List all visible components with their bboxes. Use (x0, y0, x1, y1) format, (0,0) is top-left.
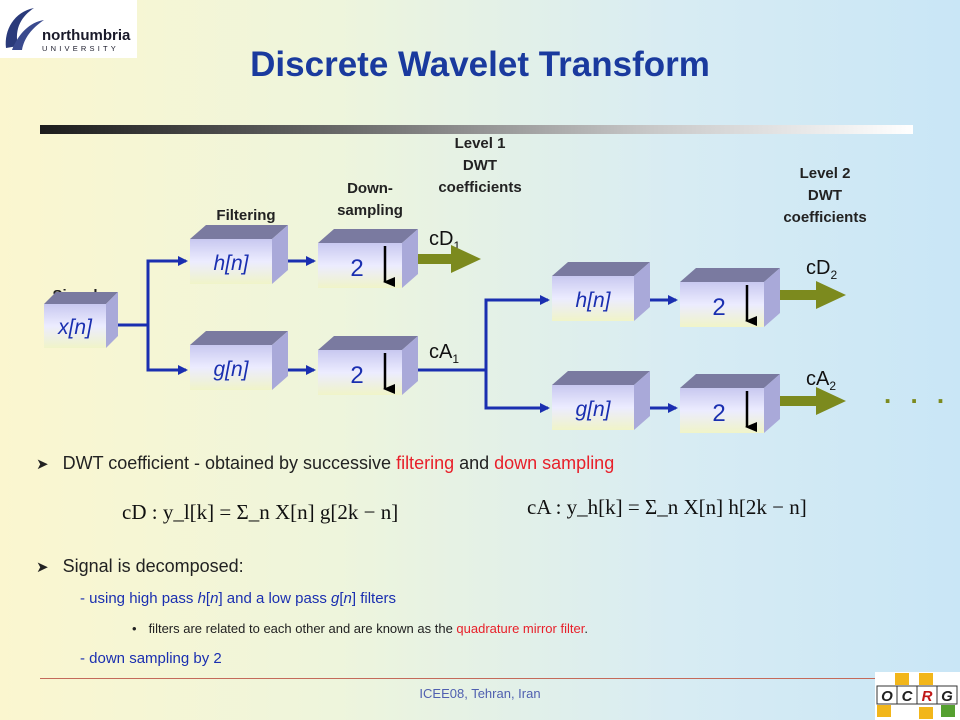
high-filter-1: h[n] (190, 225, 288, 284)
downsample-2-label: 2 (350, 362, 363, 389)
bullet-1-highlight-filtering: filtering (396, 453, 455, 473)
level1-label: Level 1 DWT coefficients (420, 133, 540, 199)
ca2-label: cA2 (806, 368, 836, 393)
title-underline-bar (40, 125, 913, 134)
ca1-label: cA1 (429, 341, 459, 366)
cd2-main: cD (806, 257, 831, 279)
formula-ca: cA : y_h[k] = Σ_n X[n] h[2k − n] (527, 495, 807, 519)
filtering-label: Filtering (216, 207, 276, 224)
ocrg-letter-c: C (902, 688, 914, 705)
cd1-sub: 1 (453, 239, 461, 253)
cd2-label: cD2 (806, 257, 837, 282)
downsample-4-label: 2 (712, 400, 725, 427)
logo-main-text: northumbria (42, 27, 131, 44)
input-box: x[n] (44, 292, 118, 348)
level2-label-line1: Level 2 (799, 165, 851, 182)
level1-label-line2: DWT (462, 157, 498, 174)
low-filter-2: g[n] (552, 371, 650, 430)
ocrg-letter-o: O (881, 688, 893, 705)
sub-bullet-1-n2: n (343, 590, 352, 607)
sub-sub-bullet-highlight: quadrature mirror filter (456, 621, 585, 636)
sub-sub-bullet-text: filters are related to each other and ar… (148, 621, 457, 636)
level1-label-line1: Level 1 (454, 135, 506, 152)
output-arrows (413, 245, 846, 415)
formula-cd: cD : y_l[k] = Σ_n X[n] g[2k − n] (122, 500, 399, 524)
page-title: Discrete Wavelet Transform (250, 45, 710, 84)
ca1-main: cA (429, 341, 453, 363)
sub-bullet-2: - down sampling by 2 (80, 650, 222, 667)
downsampling-label: Down- sampling (316, 178, 424, 222)
cd1-main: cD (429, 228, 454, 250)
ocrg-logo: O C R G (875, 672, 960, 720)
high-filter-2: h[n] (552, 262, 650, 321)
signal-to-h1-line (105, 256, 188, 327)
sub-sub-bullet-post: . (584, 621, 588, 636)
footer-divider (40, 678, 875, 679)
low-filter-1-label: g[n] (213, 358, 249, 381)
bullet-1-text-mid: and (454, 453, 495, 473)
bullet-1: ➤ DWT coefficient - obtained by successiv… (36, 453, 614, 474)
downsampling-label-line2: sampling (337, 202, 403, 219)
ca1-sub: 1 (452, 352, 460, 366)
cd2-arrow-icon (778, 281, 846, 309)
input-box-label: x[n] (57, 316, 93, 339)
bullet-arrow-icon: ➤ (36, 559, 49, 576)
footer-text: ICEE08, Tehran, Iran (419, 686, 541, 701)
sub-bullet-1-g: g (331, 590, 340, 607)
low-filter-1: g[n] (190, 331, 288, 390)
sub-bullet-1-h: h (197, 590, 206, 607)
sub-bullet-1-bracket2: [ (339, 590, 344, 607)
bullet-dot-icon: • (132, 621, 137, 636)
high-filter-2-label: h[n] (575, 289, 611, 312)
downsample-1-label: 2 (350, 255, 363, 282)
sub-bullet-1-post: ] filters (351, 590, 397, 607)
cd1-arrow-icon (413, 245, 481, 273)
low-filter-2-label: g[n] (575, 398, 611, 421)
sub-bullet-1-pre: - using high pass (80, 590, 198, 607)
ocrg-letter-g: G (941, 688, 953, 705)
continuation-dots: . . . (884, 379, 950, 409)
cd1-label: cD1 (429, 228, 460, 253)
sub-sub-bullet: • filters are related to each other and a… (132, 621, 588, 636)
ca2-arrow-icon (778, 387, 846, 415)
ca2-main: cA (806, 368, 830, 390)
downsampling-label-line1: Down- (347, 180, 393, 197)
downsample-box-4: 2 (680, 374, 780, 433)
level2-label: Level 2 DWT coefficients (760, 163, 890, 229)
level2-label-line3: coefficients (783, 209, 867, 226)
sub-bullet-1-bracket1: [ (205, 590, 211, 607)
dwt-block-diagram: . . . x[n] h[n] g[n] 2 2 h[ (44, 225, 950, 433)
bullet-1-text: DWT coefficient - obtained by successive (62, 453, 397, 473)
cd2-sub: 2 (830, 268, 838, 282)
bullet-1-highlight-downsampling: down sampling (494, 453, 615, 473)
ca1-to-h2-line (402, 295, 550, 372)
downsample-box-3: 2 (680, 268, 780, 327)
downsample-box-2: 2 (318, 336, 418, 395)
university-logo: northumbria UNIVERSITY (0, 0, 137, 58)
sub-bullet-1-n1: n (210, 590, 219, 607)
bullet-2-text: Signal is decomposed: (62, 556, 244, 576)
downsample-3-label: 2 (712, 294, 725, 321)
bullet-2: ➤ Signal is decomposed: (36, 556, 244, 577)
ca2-sub: 2 (829, 379, 837, 393)
level1-label-line3: coefficients (438, 179, 522, 196)
bullet-arrow-icon: ➤ (36, 456, 49, 473)
sub-bullet-1-mid: ] and a low pass (218, 590, 332, 607)
signal-to-g1-line (146, 325, 188, 375)
level2-label-line2: DWT (807, 187, 843, 204)
ca1-to-g2-line (484, 370, 550, 413)
logo-swoosh-icon: northumbria UNIVERSITY (5, 8, 131, 53)
downsample-box-1: 2 (318, 229, 418, 288)
ocrg-letter-r: R (922, 688, 933, 705)
high-filter-1-label: h[n] (213, 252, 249, 275)
logo-sub-text: UNIVERSITY (42, 44, 119, 53)
sub-bullet-1: - using high pass h[n] and a low pass g[… (80, 590, 396, 607)
